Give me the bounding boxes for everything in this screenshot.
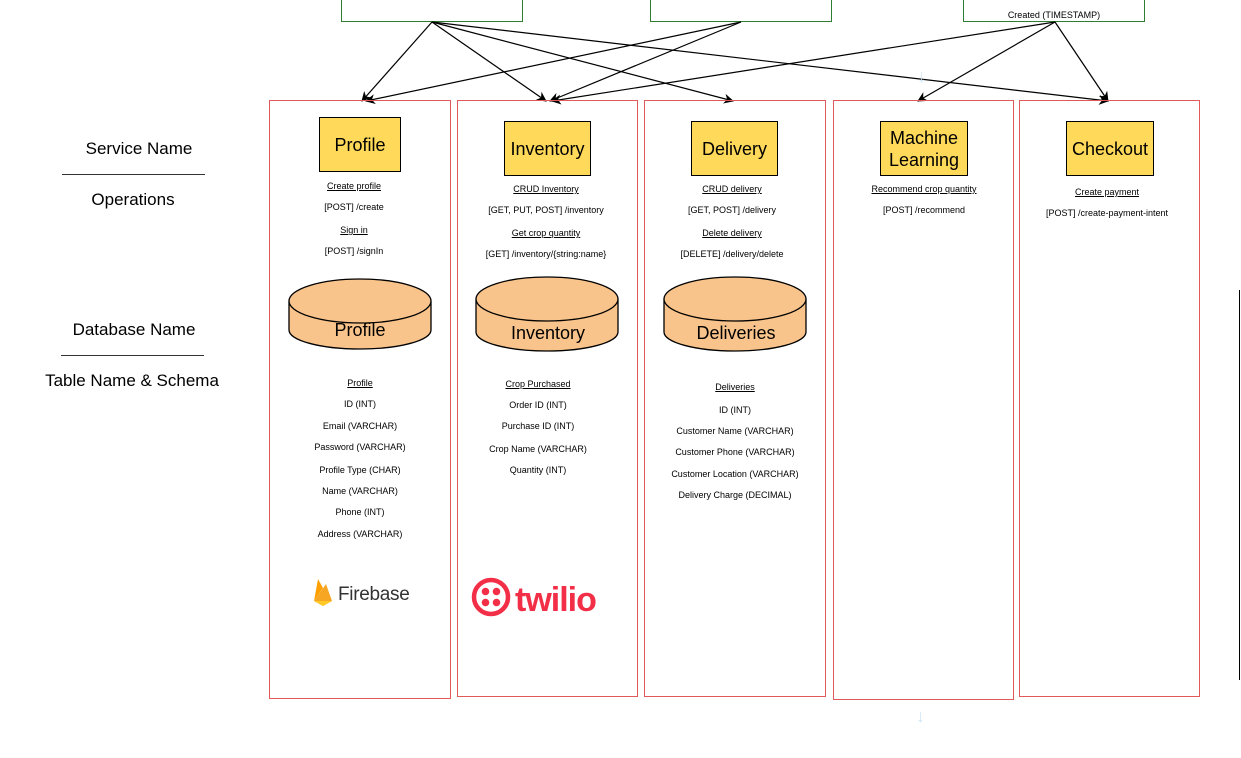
operation-name: Get crop quantity [511, 228, 581, 238]
top-entity-box-3: Created (TIMESTAMP) [963, 0, 1145, 22]
twilio-logo-text: twilio [515, 580, 597, 619]
table-field: Password (VARCHAR) [314, 442, 406, 452]
db-cylinder-deliveries [663, 276, 807, 352]
operation-name: Recommend crop quantity [871, 184, 977, 194]
arrow-top1-checkout [431, 21, 1109, 105]
top-entity-label-3: Created (TIMESTAMP) [1007, 10, 1101, 20]
service-title-ml-line2: Learning [888, 149, 960, 170]
table-field: Phone (INT) [335, 507, 385, 517]
table-field: Email (VARCHAR) [322, 421, 398, 431]
operation-name: Delete delivery [702, 228, 762, 238]
service-title-profile: Profile [334, 134, 386, 155]
column-delivery [644, 100, 826, 697]
db-cylinder-inventory [475, 276, 619, 352]
table-name: Profile [347, 378, 373, 388]
table-field: ID (INT) [344, 399, 376, 409]
service-title-checkout: Checkout [1071, 138, 1149, 159]
arrow-down-icon: ↓ [917, 66, 926, 86]
top-entity-box-1 [341, 0, 523, 22]
service-box-checkout: Checkout [1066, 121, 1154, 176]
service-box-delivery: Delivery [691, 121, 778, 176]
firebase-logo: Firebase [312, 577, 410, 612]
column-inventory [457, 100, 638, 697]
arrow-top1-delivery [431, 21, 734, 104]
table-field: ID (INT) [719, 405, 751, 415]
table-name: Deliveries [715, 382, 755, 392]
operation-endpoint: [GET, PUT, POST] /inventory [488, 205, 604, 215]
arrow-top1-inventory [431, 21, 547, 102]
table-field: Customer Name (VARCHAR) [676, 426, 794, 436]
legend-database-name: Database Name [72, 320, 196, 339]
operation-endpoint: [GET, POST] /delivery [687, 205, 777, 215]
arrow-top3-inventory [551, 21, 1056, 105]
operation-endpoint: [POST] /create-payment-intent [1045, 208, 1169, 218]
right-edge-line [1239, 290, 1240, 680]
arrow-top2-inventory [549, 21, 742, 103]
table-field: Order ID (INT) [509, 400, 567, 410]
legend-table-schema: Table Name & Schema [45, 371, 219, 390]
legend-operations: Operations [91, 190, 175, 209]
db-label-deliveries: Deliveries [696, 323, 776, 343]
operation-name: Sign in [340, 225, 368, 235]
connector-arrows [361, 21, 1109, 105]
twilio-logo: twilio [471, 577, 597, 622]
db-cylinder-profile [288, 278, 432, 350]
table-field: Name (VARCHAR) [322, 486, 398, 496]
table-field: Quantity (INT) [509, 465, 567, 475]
service-title-inventory: Inventory [510, 138, 585, 159]
service-box-ml: Machine Learning [880, 121, 968, 176]
service-box-profile: Profile [319, 117, 401, 172]
operation-endpoint: [DELETE] /delivery/delete [680, 249, 784, 259]
column-checkout [1019, 100, 1200, 697]
operation-name: CRUD Inventory [513, 184, 579, 194]
operation-endpoint: [POST] /signIn [324, 246, 384, 256]
db-label-inventory: Inventory [510, 323, 586, 343]
table-field: Profile Type (CHAR) [319, 465, 401, 475]
table-field: Customer Phone (VARCHAR) [675, 447, 795, 457]
legend-service-name: Service Name [85, 139, 193, 158]
arrow-down-icon: ↓ [916, 706, 925, 726]
firebase-flame-icon [312, 577, 334, 612]
operation-name: CRUD delivery [702, 184, 762, 194]
operation-endpoint: [POST] /create [324, 202, 384, 212]
arrow-top3-ml [917, 21, 1056, 102]
table-field: Customer Location (VARCHAR) [671, 469, 799, 479]
service-title-delivery: Delivery [701, 138, 767, 159]
twilio-logo-icon [471, 577, 511, 622]
operation-name: Create payment [1074, 187, 1140, 197]
arrow-top3-checkout [1054, 21, 1109, 102]
legend-divider-bottom [61, 355, 204, 356]
top-entity-box-2 [650, 0, 832, 22]
service-title-ml-line1: Machine [889, 127, 959, 148]
column-profile [269, 100, 451, 699]
service-box-inventory: Inventory [504, 121, 591, 176]
table-field: Crop Name (VARCHAR) [489, 444, 587, 454]
table-field: Purchase ID (INT) [501, 421, 575, 431]
legend-divider-top [62, 174, 205, 175]
table-field: Delivery Charge (DECIMAL) [678, 490, 792, 500]
operation-endpoint: [POST] /recommend [882, 205, 966, 215]
operation-endpoint: [GET] /inventory/{string:name} [485, 249, 607, 259]
table-field: Address (VARCHAR) [317, 529, 403, 539]
table-name: Crop Purchased [505, 379, 571, 389]
db-label-profile: Profile [334, 320, 386, 340]
arrow-top1-profile [361, 21, 433, 102]
arrow-top2-profile [365, 21, 742, 105]
operation-name: Create profile [326, 181, 382, 191]
firebase-logo-text: Firebase [338, 583, 410, 605]
column-ml [833, 100, 1014, 700]
